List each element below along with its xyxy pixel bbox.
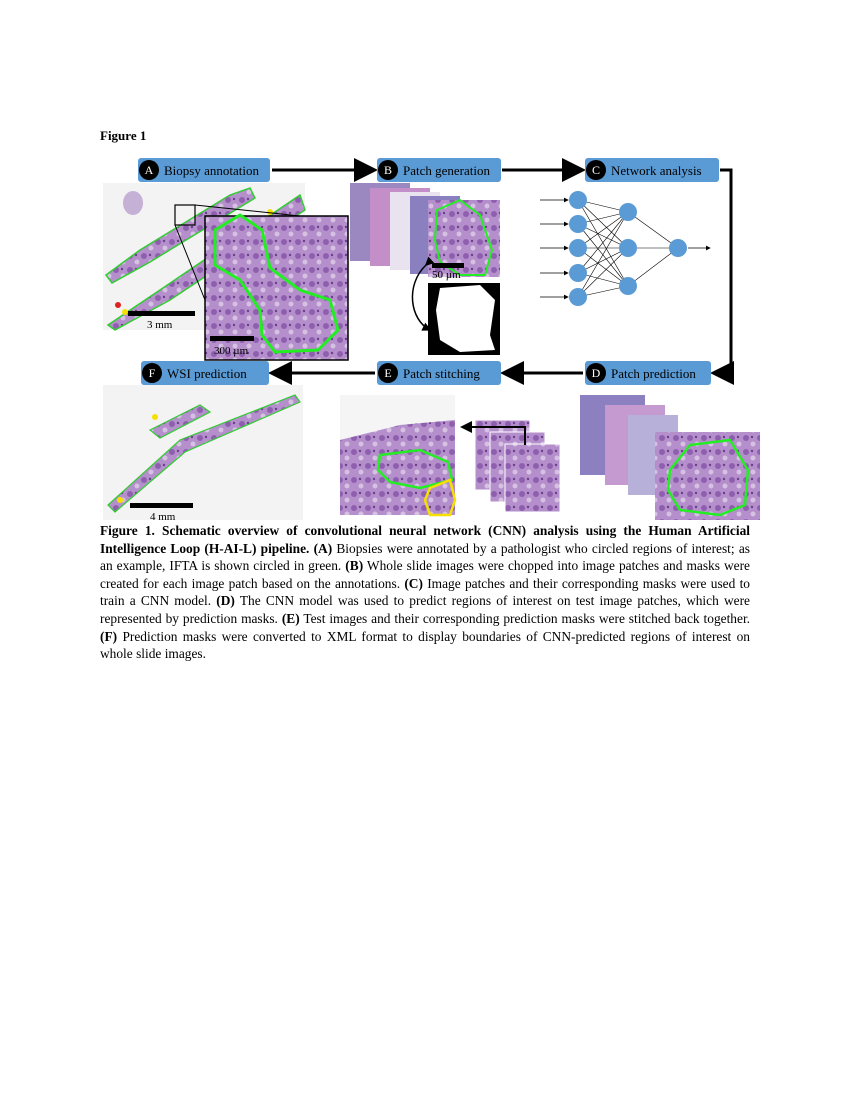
caption-panel-tag: (C) [404,575,423,591]
network-node [569,191,587,209]
stage-box-bg [377,361,501,385]
scale-label: 4 mm [150,511,176,520]
stage-badge [142,363,162,383]
edge [577,199,629,249]
scale-bar [128,311,195,316]
stage-box-f: F WSI prediction [141,361,269,385]
stage-badge [586,160,606,180]
network-node [569,264,587,282]
stage-letter: E [384,366,391,380]
caption-title: Figure 1. Schematic overview of convolut… [100,523,750,556]
panel-b-patches: 50 µm [350,183,500,355]
stage-label: Patch prediction [611,366,696,381]
edge [577,247,629,287]
pipeline-figure: A Biopsy annotation B Patch generation C… [103,158,760,520]
edge [627,211,679,249]
stage-letter: B [384,163,392,177]
edge [577,211,629,298]
edge [627,247,679,287]
network-node [569,215,587,233]
edge [577,223,629,249]
caption-panel-tag: (D) [216,593,235,609]
stage-letter: D [592,366,601,380]
stage-box-bg [377,158,501,182]
edge [577,211,629,249]
stage-box-e: E Patch stitching [377,361,501,385]
stage-badge [378,160,398,180]
stage-label: WSI prediction [167,366,247,381]
zoom-region-box [174,204,196,226]
stage-letter: C [592,163,600,177]
caption-text: Prediction masks were converted to XML f… [100,628,750,662]
caption-panel-tag: (B) [345,558,364,574]
arrow-c-d [710,168,734,385]
stage-box-a: A Biopsy annotation [138,158,270,182]
panel-a-inset: 300 µm [204,213,349,361]
stage-label: Network analysis [611,163,702,178]
stage-box-b: B Patch generation [377,158,501,182]
stage-box-d: D Patch prediction [585,361,711,385]
caption-panel-tag: (A) [313,540,333,556]
caption-text: Image patches and their corresponding ma… [100,575,750,609]
stage-letter: F [149,366,156,380]
network-node [619,277,637,295]
edge [577,211,629,274]
network-node [619,203,637,221]
stage-badge [378,363,398,383]
stage-box-bg [585,361,711,385]
stage-box-bg [138,158,270,182]
stage-badge [586,363,606,383]
caption-text: Biopsies were annotated by a pathologist… [100,540,750,574]
caption-panel-tag: (E) [281,610,300,626]
network-node [569,288,587,306]
edge [577,247,629,298]
stage-box-bg [585,158,719,182]
edge [577,247,629,274]
network-node [569,239,587,257]
caption-panel-tag: (F) [100,628,118,644]
panel-e-stitching [340,395,561,517]
annotation-outline [213,213,340,354]
stage-badge [139,160,159,180]
caption-text: Test images and their corresponding pred… [299,610,751,626]
stage-box-c: C Network analysis [585,158,719,182]
stage-label: Patch stitching [403,366,480,381]
network-node [669,239,687,257]
figure-caption: Figure 1. Schematic overview of convolut… [100,522,750,663]
stage-label: Biopsy annotation [164,163,259,178]
scale-label: 300 µm [214,345,249,357]
panel-f-wsi: 4 mm [103,385,303,520]
edge [577,199,629,287]
stage-box-bg [141,361,269,385]
caption-text: The CNN model was used to predict region… [100,593,750,626]
flow-arrows [268,158,734,385]
panel-c-network [540,191,711,306]
stage-letter: A [145,163,154,177]
network-node [619,239,637,257]
panel-d-prediction [580,395,760,520]
scale-label: 50 µm [432,269,461,281]
scale-label: 3 mm [147,319,173,331]
stage-label: Patch generation [403,163,490,178]
caption-text: Whole slide images were chopped into ima… [100,558,750,591]
figure-label: Figure 1 [100,128,147,143]
